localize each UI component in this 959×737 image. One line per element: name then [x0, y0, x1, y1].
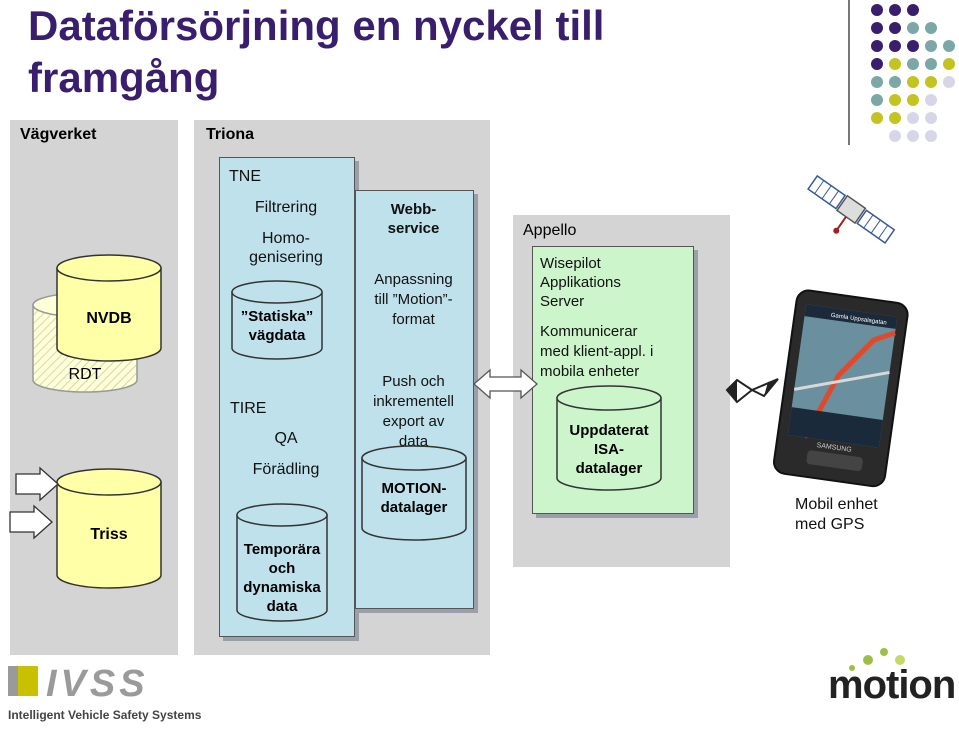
dot-grid	[871, 4, 955, 142]
motion-logo: motion	[828, 648, 956, 707]
triss-input-arrows	[9, 466, 59, 540]
mobile-phone-icon: Gamla Uppsalagatan SAMSUNG	[773, 289, 909, 488]
kommunicerar-label-2: med klient-appl. i	[540, 343, 654, 360]
temporara-label-3: dynamiska	[243, 579, 321, 596]
double-arrow-webb-appello	[473, 368, 538, 400]
phone-brand: SAMSUNG	[816, 442, 852, 454]
push-label-1: Push och	[382, 373, 445, 390]
temporara-label-4: data	[266, 598, 298, 615]
nvdb-cylinder	[56, 254, 162, 362]
divider-line	[848, 0, 850, 145]
isa-label-3: datalager	[575, 460, 643, 477]
webbservice-title-2: service	[387, 220, 440, 237]
page-title: Dataförsörjning en nyckel till framgång	[28, 0, 788, 104]
push-label-3: export av	[382, 413, 445, 430]
anpassning-label-3: format	[392, 311, 435, 328]
kommunicerar-label-3: mobila enheter	[540, 363, 640, 380]
homogenisering-label-2: genisering	[249, 249, 323, 266]
wireless-link-icon	[725, 378, 779, 404]
isa-label-1: Uppdaterat	[569, 422, 649, 439]
homogenisering-label-1: Homo-	[261, 230, 310, 247]
triss-cylinder	[56, 468, 162, 589]
ivss-tagline: Intelligent Vehicle Safety Systems	[8, 708, 202, 722]
statiska-label-2: vägdata	[248, 327, 306, 344]
wisepilot-label-1: Wisepilot	[540, 255, 601, 272]
motion-cylinder	[361, 445, 467, 541]
tne-label: TNE	[229, 168, 261, 185]
triss-label: Triss	[90, 526, 128, 543]
push-label-2: inkrementell	[373, 393, 454, 410]
wisepilot-label-2: Applikations	[540, 274, 621, 291]
webbservice-title-1: Webb-	[390, 201, 437, 218]
motion-logo-text: motion	[828, 663, 955, 707]
decorative-dot-grid	[846, 0, 959, 150]
region-triona-label: Triona	[206, 126, 255, 143]
mobile-label-2: med GPS	[795, 516, 865, 533]
tire-label: TIRE	[230, 400, 267, 417]
temporara-cylinder	[236, 503, 328, 622]
anpassning-label-2: till ”Motion”-	[374, 291, 453, 308]
motion-datalager-label-2: datalager	[380, 499, 448, 516]
filtrering-label: Filtrering	[254, 199, 318, 216]
mobile-label-1: Mobil enhet	[795, 496, 878, 513]
satellite-icon	[807, 174, 896, 244]
motion-datalager-label-1: MOTION-	[381, 480, 447, 497]
title-text: Dataförsörjning en nyckel till framgång	[28, 2, 605, 101]
nvdb-label: NVDB	[86, 310, 132, 327]
isa-label-2: ISA-	[594, 441, 624, 458]
anpassning-label-1: Anpassning	[374, 271, 453, 288]
rdt-label: RDT	[68, 366, 102, 383]
foradling-label: Förädling	[252, 461, 320, 478]
qa-label: QA	[274, 430, 298, 447]
ivss-logo: IVSS Intelligent Vehicle Safety Systems	[8, 663, 202, 722]
temporara-label-2: och	[268, 560, 296, 577]
region-vagverket-label: Vägverket	[20, 126, 97, 143]
wisepilot-label-3: Server	[540, 293, 585, 310]
statiska-cylinder	[231, 280, 323, 360]
kommunicerar-label-1: Kommunicerar	[540, 323, 638, 340]
region-appello-label: Appello	[523, 222, 577, 239]
temporara-label-1: Temporära	[243, 541, 321, 558]
statiska-label-1: ”Statiska”	[240, 308, 314, 325]
ivss-mark-text: IVSS	[46, 663, 149, 705]
isa-cylinder	[556, 385, 662, 491]
